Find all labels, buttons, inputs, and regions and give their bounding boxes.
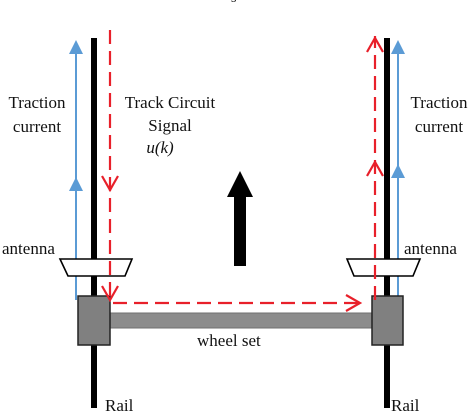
traction-left-text: Traction current bbox=[8, 93, 66, 136]
direction-arrow-shape bbox=[227, 171, 253, 266]
traction-arrowhead-right-top bbox=[391, 40, 405, 54]
signal-title-text: Track Circuit Signal bbox=[124, 93, 216, 135]
signal-symbol-label: u(k) bbox=[146, 138, 174, 157]
signal-chevron-right-1 bbox=[366, 159, 384, 177]
antenna-left-shape bbox=[58, 258, 134, 277]
traction-arrowhead-left-mid bbox=[69, 177, 83, 191]
traction-right-text: Traction current bbox=[410, 93, 468, 136]
antenna-label-left: antenna bbox=[2, 239, 55, 258]
rail-label-left: Rail bbox=[105, 396, 134, 415]
signal-chevron-bottom bbox=[345, 294, 363, 312]
up-arrow-icon bbox=[227, 171, 253, 266]
wheel-right bbox=[371, 295, 404, 346]
wheel-left bbox=[77, 295, 111, 346]
traction-arrowhead-left-top bbox=[69, 40, 83, 54]
traction-current-label-right: Traction current bbox=[404, 91, 474, 139]
wheel-set-axle bbox=[107, 312, 375, 329]
traction-current-right bbox=[391, 40, 405, 300]
track-circuit-signal-label: Track Circuit Signal bbox=[110, 91, 230, 137]
antenna-label-right: antenna bbox=[404, 239, 457, 258]
rail-label-right: Rail bbox=[391, 396, 420, 415]
antenna-right-shape bbox=[345, 258, 422, 277]
traction-arrowhead-right-mid bbox=[391, 164, 405, 178]
top-text-fragment: s bbox=[231, 0, 236, 9]
traction-current-left bbox=[69, 40, 83, 300]
signal-chevron-left-1 bbox=[101, 175, 119, 193]
wheel-set-label: wheel set bbox=[197, 331, 261, 350]
signal-chevron-right-2 bbox=[366, 35, 384, 53]
traction-current-label-left: Traction current bbox=[2, 91, 72, 139]
track-circuit-signal-path bbox=[101, 30, 384, 312]
signal-chevron-left-2 bbox=[101, 285, 119, 303]
